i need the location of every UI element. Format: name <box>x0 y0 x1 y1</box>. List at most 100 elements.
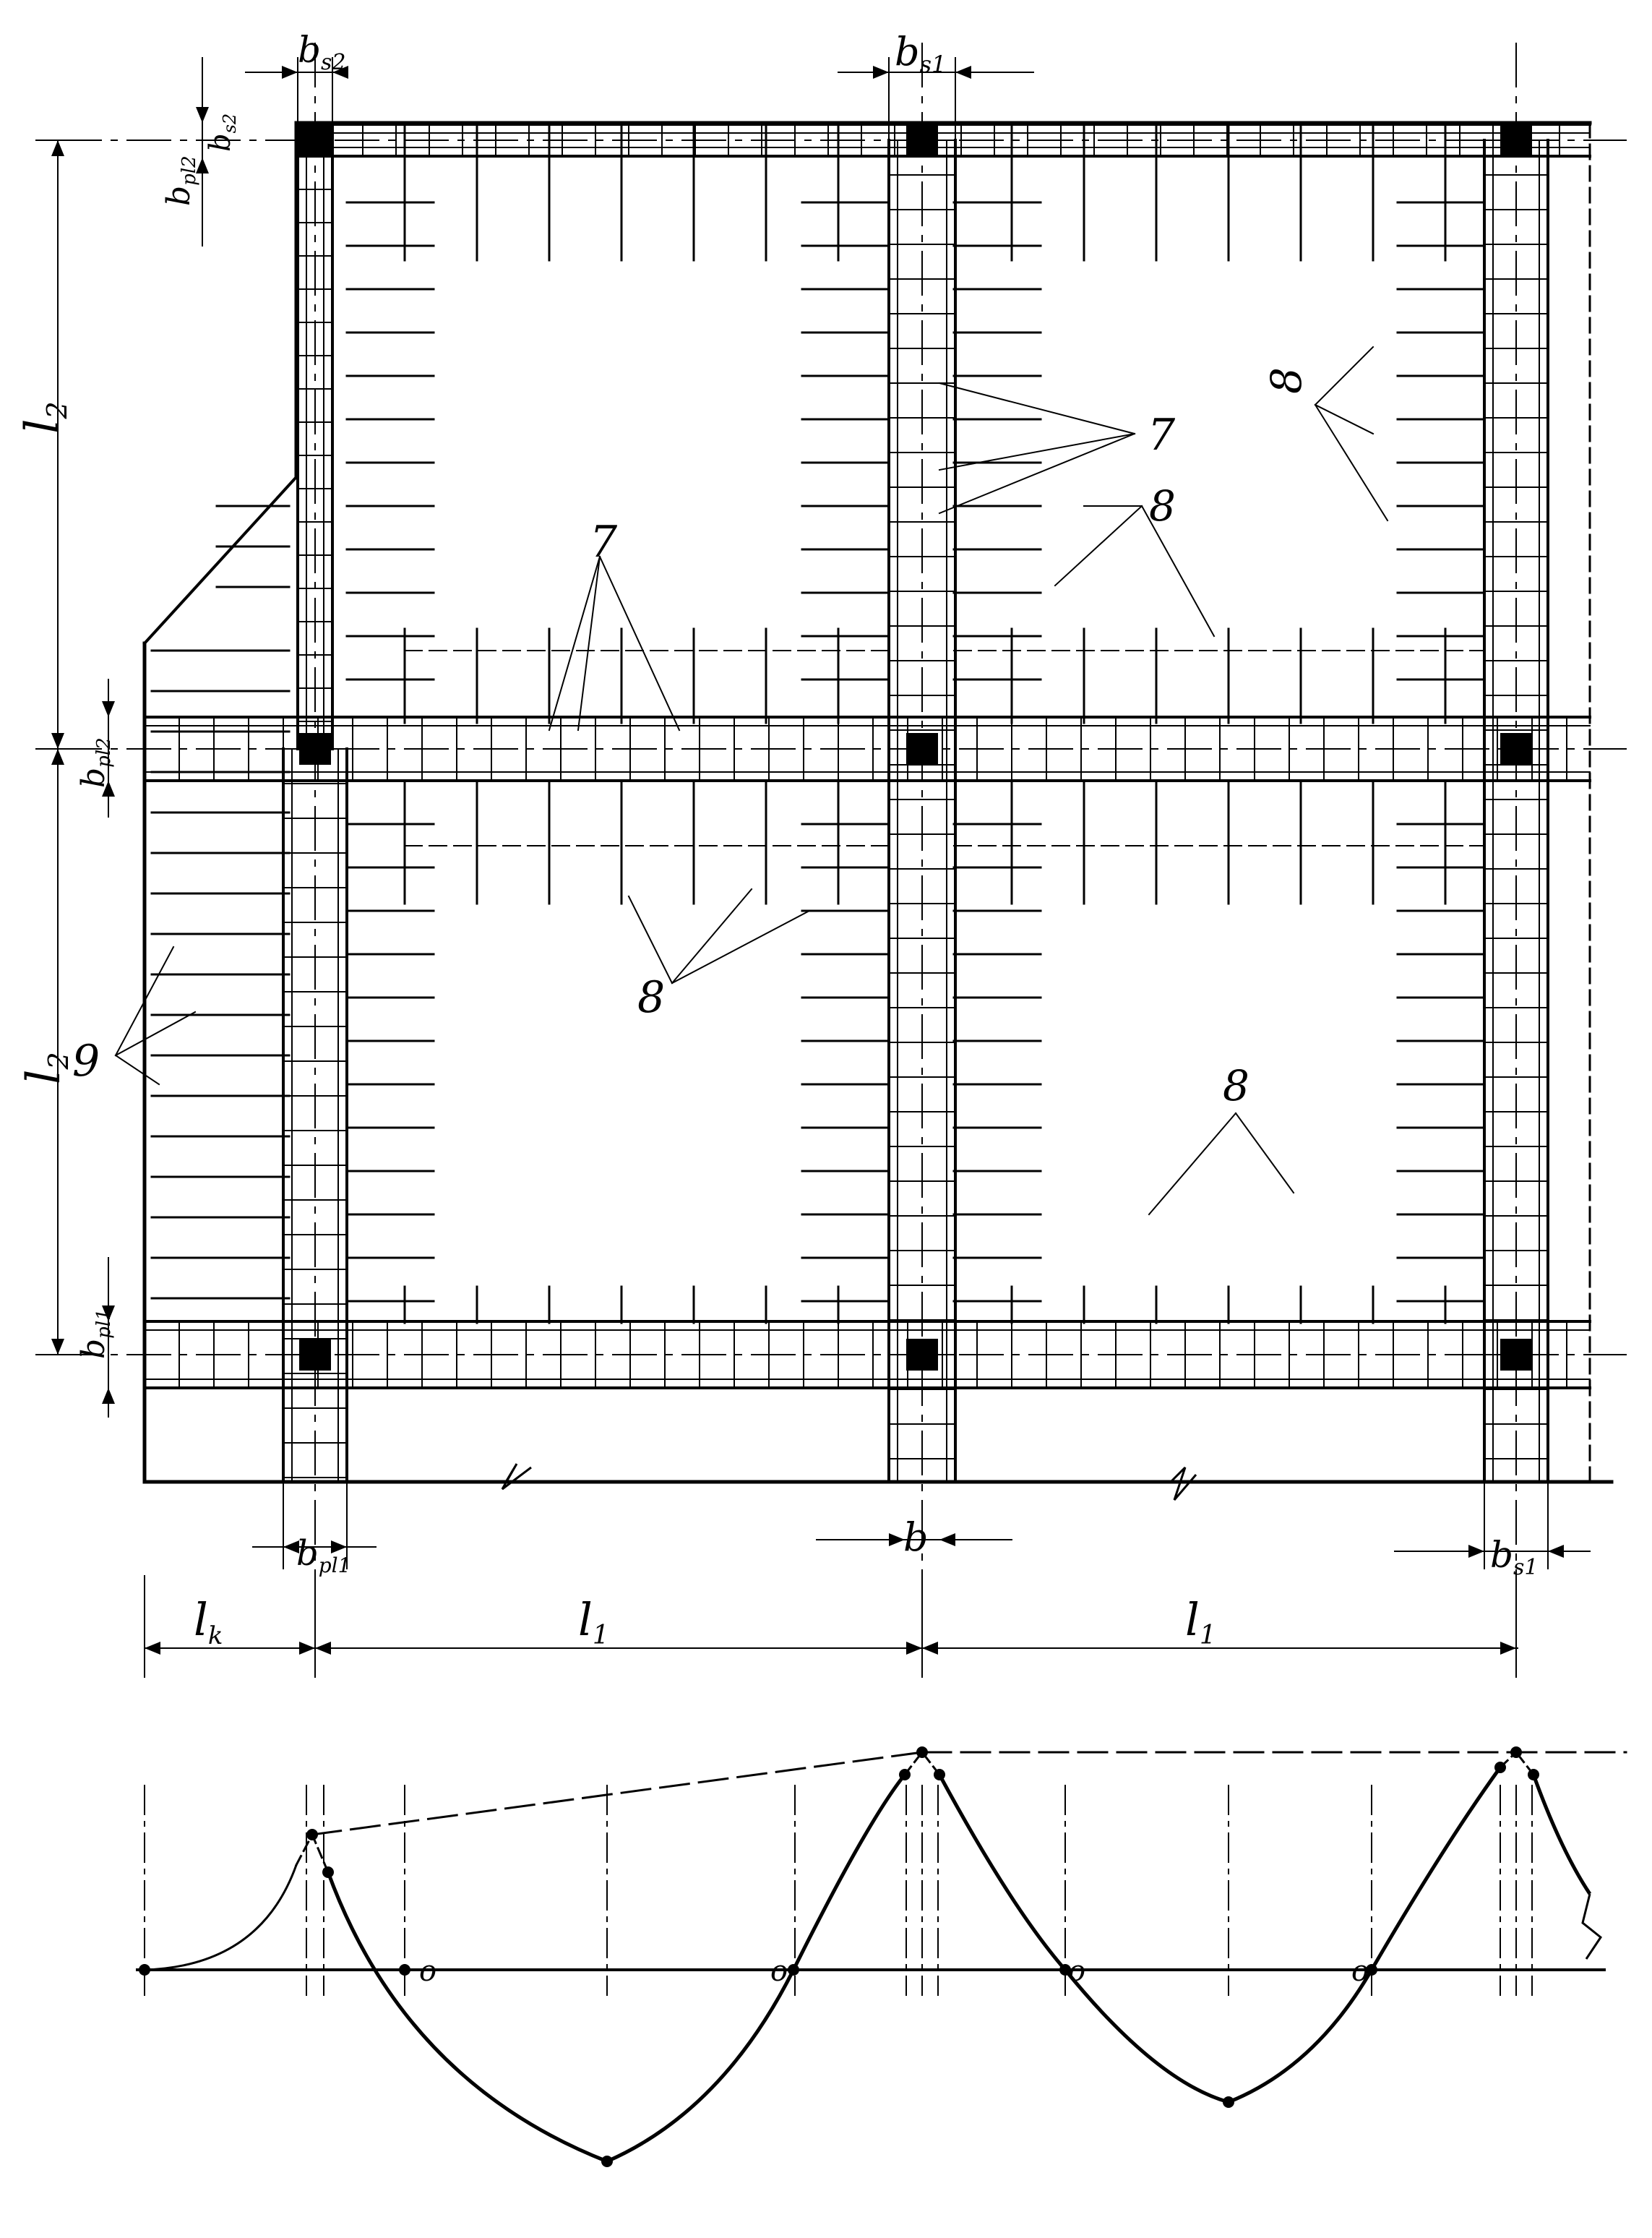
arrowhead <box>955 66 971 79</box>
column-square <box>1500 733 1532 765</box>
moment-point <box>1510 1746 1522 1758</box>
moment-curve-span-2 <box>937 1766 1502 2104</box>
moment-point <box>139 1964 150 1976</box>
dim-b-pl2-mid: bpl2 <box>75 737 115 788</box>
dim-l2-lower: l2 <box>17 1052 74 1084</box>
moment-point <box>1494 1762 1506 1773</box>
column-square <box>299 124 331 156</box>
dim-l1-right: l1 <box>1185 1593 1216 1650</box>
callout-7-right: 7 <box>1148 410 1176 460</box>
break-mark <box>1581 1893 1603 1960</box>
arrowhead <box>51 749 64 765</box>
moment-point <box>1223 2096 1234 2108</box>
arrowhead <box>102 1306 115 1321</box>
arrowhead <box>282 66 298 79</box>
callout-leader <box>938 382 1136 435</box>
arrowhead <box>889 1533 905 1546</box>
callout-leader <box>1314 403 1374 435</box>
callout-leader <box>1314 403 1389 522</box>
arrowhead <box>873 66 889 79</box>
zero-label: o <box>1351 1955 1369 1988</box>
callout-leader <box>1234 1112 1295 1194</box>
callout-8-upper: 8 <box>1149 481 1176 531</box>
moment-point <box>601 2156 613 2167</box>
moment-point <box>399 1964 410 1976</box>
arrowhead <box>102 781 115 797</box>
column-square <box>906 733 938 765</box>
arrowhead <box>1548 1545 1564 1558</box>
arrowhead <box>196 158 209 173</box>
arrowhead <box>196 107 209 123</box>
moment-point <box>788 1964 799 1976</box>
moment-point <box>934 1769 945 1780</box>
arrowhead <box>51 1339 64 1355</box>
callout-9: 9 <box>72 1036 100 1086</box>
callout-leader <box>114 946 175 1057</box>
arrowhead <box>1468 1545 1484 1558</box>
slab-chamfer-edge <box>142 475 298 646</box>
moment-point <box>1059 1964 1071 1976</box>
arrowhead <box>145 1642 160 1655</box>
arrowhead <box>1500 1642 1516 1655</box>
moment-point <box>1366 1964 1377 1976</box>
callout-8-lower: 8 <box>1223 1061 1249 1110</box>
dim-b-s1-top: bs1 <box>895 29 946 78</box>
column-square <box>1500 124 1532 156</box>
moment-point <box>306 1829 318 1840</box>
callout-leader <box>1314 346 1374 406</box>
callout-leader <box>938 432 1136 471</box>
callout-leader <box>598 555 681 732</box>
callout-7-mid: 7 <box>590 517 618 567</box>
callout-leader <box>1148 1112 1237 1216</box>
callout-leader <box>627 895 674 985</box>
break-mark <box>501 1463 532 1491</box>
arrowhead <box>332 66 348 79</box>
zero-label: o <box>1068 1955 1085 1988</box>
moment-point <box>899 1769 911 1780</box>
zero-point-labels: o o o o <box>419 1955 1369 1988</box>
arrowhead <box>939 1533 955 1546</box>
callout-leader <box>114 1054 160 1086</box>
callout-leader <box>1054 505 1143 587</box>
arrowhead <box>102 1388 115 1404</box>
dim-l2-upper: l2 <box>16 401 73 434</box>
callout-leader <box>577 555 601 732</box>
moment-point <box>322 1866 334 1878</box>
zero-label: o <box>770 1955 788 1988</box>
arrowhead <box>315 1642 331 1655</box>
dim-l1-left: l1 <box>578 1593 609 1650</box>
dim-b-s2: bs2 <box>298 29 346 75</box>
moment-envelope <box>311 1833 330 1874</box>
dimension-labels: bs2 bs1 bs2 bpl2 l2 bpl2 l2 bpl1 bpl1 b … <box>16 29 1539 1650</box>
arrowhead <box>102 701 115 717</box>
dim-b-bottom: b <box>903 1514 929 1560</box>
arrowhead <box>331 1540 347 1553</box>
moment-point <box>916 1746 928 1758</box>
callout-leader <box>671 909 811 985</box>
dim-b-pl1-left: bpl1 <box>75 1308 115 1359</box>
moment-curve-right <box>1531 1774 1592 1895</box>
break-mark <box>1169 1466 1197 1501</box>
dim-b-s2-vertical: bs2 <box>204 113 240 152</box>
callout-leader <box>671 888 753 985</box>
callout-leader <box>548 555 601 732</box>
callout-labels: 7 7 8 8 8 8 9 <box>72 367 1311 1110</box>
dim-b-pl1-bottom: bpl1 <box>296 1533 350 1577</box>
callout-8-right-rotated: 8 <box>1262 367 1311 394</box>
callout-leader <box>938 432 1136 515</box>
dim-lk: lk <box>194 1593 223 1650</box>
zero-label: o <box>419 1955 436 1988</box>
moment-curve-span-1 <box>326 1773 906 2164</box>
callout-8-mid: 8 <box>637 972 665 1023</box>
moment-envelope <box>294 1832 314 1867</box>
arrowhead <box>906 1642 922 1655</box>
moment-point <box>1528 1769 1539 1780</box>
column-square <box>299 733 331 765</box>
column-square <box>299 1339 331 1371</box>
arrowhead <box>51 140 64 156</box>
arrowhead <box>51 733 64 749</box>
column-square <box>1500 1339 1532 1371</box>
arrowhead <box>922 1642 938 1655</box>
callout-leader <box>114 1011 197 1057</box>
dim-b-s1-bottom: bs1 <box>1490 1534 1539 1580</box>
